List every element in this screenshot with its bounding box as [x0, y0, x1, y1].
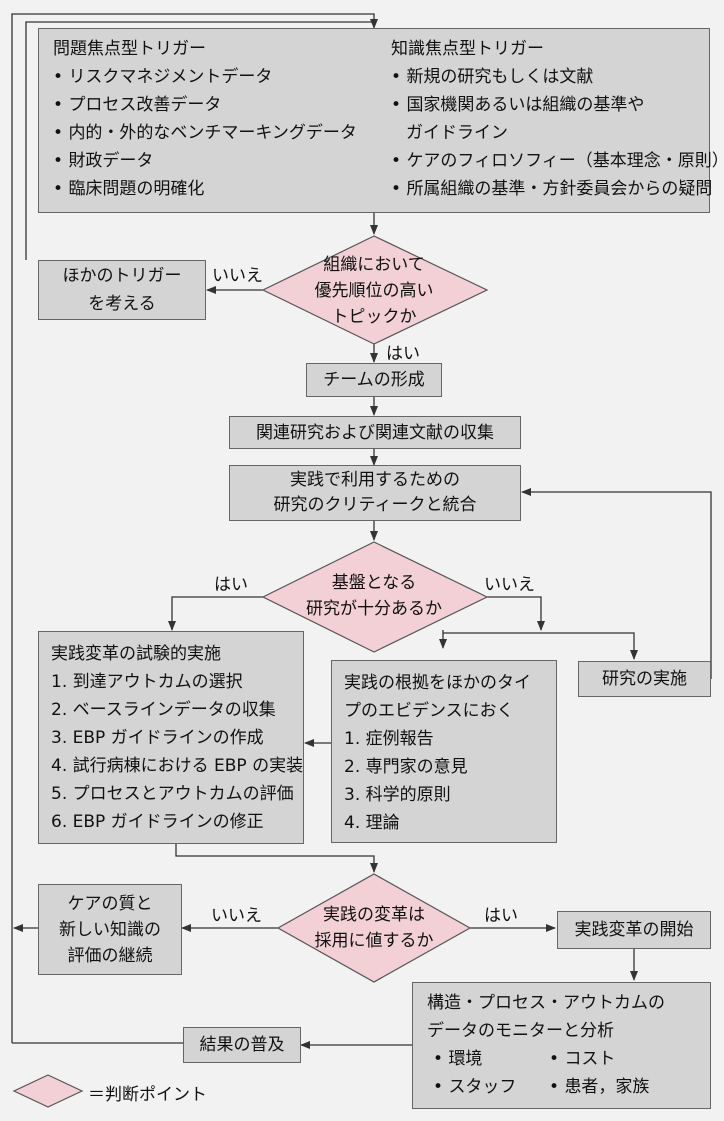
label-priority-no: いいえ	[212, 266, 263, 286]
decision-priority-line: 優先順位の高い	[314, 281, 434, 301]
arrow-sufficient-yes	[168, 596, 263, 631]
knowledge-trigger-item-continued: ガイドライン	[406, 123, 508, 143]
arrow-to-conduct-research	[443, 632, 638, 660]
disseminate-results-box: 結果の普及	[183, 1027, 301, 1063]
problem-trigger-item: リスクマネジメントデータ	[53, 63, 357, 91]
monitor-title: 構造・プロセス・アウトカムの	[427, 993, 665, 1013]
continue-eval-line: 評価の継続	[67, 945, 153, 966]
pilot-step: 3. EBP ガイドラインの作成	[51, 728, 264, 748]
monitor-analysis-box: 構造・プロセス・アウトカムの データのモニターと分析 環境 スタッフ コスト 患…	[412, 982, 711, 1109]
problem-trigger-item: 臨床問題の明確化	[53, 175, 357, 203]
decision-priority-line: 組織において	[323, 255, 425, 275]
label-sufficient-yes: はい	[214, 575, 248, 595]
other-evidence-item: 2. 専門家の意見	[344, 757, 468, 777]
problem-trigger-item: 内的・外的なベンチマーキングデータ	[53, 119, 357, 147]
critique-line: 研究のクリティークと統合	[273, 495, 477, 515]
other-evidence-item: 4. 理論	[344, 813, 400, 833]
label-adopt-yes: はい	[484, 906, 518, 926]
monitor-title: データのモニターと分析	[427, 1021, 614, 1041]
knowledge-triggers: 知識焦点型トリガー 新規の研究もしくは文献 国家機関あるいは組織の基準や ガイド…	[391, 35, 724, 203]
arrow-other-trigger-loop	[25, 21, 374, 260]
other-evidence-item: 3. 科学的原則	[344, 785, 451, 805]
other-trigger-line: を考える	[88, 294, 156, 314]
monitor-item: 患者，家族	[549, 1073, 649, 1101]
continue-evaluation-box: ケアの質と 新しい知識の 評価の継続	[38, 884, 182, 975]
problem-trigger-item: 財政データ	[53, 147, 357, 175]
pilot-step: 6. EBP ガイドラインの修正	[51, 812, 264, 832]
pilot-step: 1. 到達アウトカムの選択	[51, 672, 243, 692]
problem-triggers-heading: 問題焦点型トリガー	[53, 39, 206, 59]
critique-synthesis-box: 実践で利用するための 研究のクリティークと統合	[229, 465, 521, 521]
team-formation-box: チームの形成	[306, 363, 442, 397]
other-evidence-item: 1. 症例報告	[344, 729, 434, 749]
knowledge-trigger-item: ケアのフィロソフィー（基本理念・原則）	[391, 147, 724, 175]
decision-priority-line: トピックか	[331, 307, 417, 327]
disseminate-label: 結果の普及	[199, 1035, 285, 1055]
arrow-research-loop	[521, 488, 712, 679]
other-trigger-box: ほかのトリガー を考える	[38, 260, 206, 320]
decision-sufficient: 基盤となる 研究が十分あるか	[274, 570, 474, 622]
start-change-box: 実践変革の開始	[557, 911, 711, 949]
knowledge-triggers-heading: 知識焦点型トリガー	[391, 39, 544, 59]
collect-research-label: 関連研究および関連文献の収集	[256, 422, 494, 443]
continue-eval-line: ケアの質と	[67, 893, 153, 914]
continue-eval-line: 新しい知識の	[59, 919, 161, 940]
collect-research-box: 関連研究および関連文献の収集	[229, 416, 521, 449]
label-priority-yes: はい	[386, 344, 420, 364]
decision-priority: 組織において 優先順位の高い トピックか	[274, 252, 474, 330]
decision-priority-shape	[261, 235, 489, 345]
arrow-pilot-to-adopt	[175, 843, 378, 873]
pilot-title: 実践変革の試験的実施	[51, 644, 221, 664]
decision-sufficient-line: 研究が十分あるか	[306, 599, 442, 619]
problem-triggers: 問題焦点型トリガー リスクマネジメントデータ プロセス改善データ 内的・外的なベ…	[53, 35, 357, 203]
other-evidence-title: 実践の根拠をほかのタイ	[344, 673, 531, 693]
decision-adopt-line: 採用に値するか	[314, 931, 434, 951]
start-change-label: 実践変革の開始	[574, 920, 694, 940]
conduct-research-label: 研究の実施	[602, 669, 687, 689]
legend-label: ＝判断ポイント	[88, 1085, 207, 1105]
other-trigger-line: ほかのトリガー	[62, 266, 182, 286]
decision-adopt: 実践の変革は 採用に値するか	[284, 902, 464, 954]
decision-sufficient-shape	[261, 541, 489, 653]
monitor-item: コスト	[549, 1045, 649, 1073]
conduct-research-box: 研究の実施	[578, 661, 711, 697]
arrow-outer-loop-to-triggers	[11, 13, 378, 1043]
other-evidence-title: プのエビデンスにおく	[344, 701, 514, 721]
monitor-item: スタッフ	[433, 1073, 516, 1101]
arrow-sufficient-no	[487, 596, 545, 631]
decision-sufficient-line: 基盤となる	[331, 573, 417, 593]
legend-decision-shape	[12, 1074, 84, 1108]
triggers-box: 問題焦点型トリガー リスクマネジメントデータ プロセス改善データ 内的・外的なベ…	[38, 28, 724, 213]
knowledge-trigger-item: 国家機関あるいは組織の基準や	[391, 91, 724, 119]
pilot-step: 2. ベースラインデータの収集	[51, 700, 276, 720]
label-sufficient-no: いいえ	[484, 575, 535, 595]
pilot-step: 5. プロセスとアウトカムの評価	[51, 784, 294, 804]
critique-line: 実践で利用するための	[290, 470, 460, 490]
decision-adopt-line: 実践の変革は	[323, 905, 425, 925]
label-adopt-no: いいえ	[211, 906, 262, 926]
pilot-step: 4. 試行病棟における EBP の実装	[51, 756, 304, 776]
team-formation-label: チームの形成	[323, 370, 425, 390]
pilot-implementation-box: 実践変革の試験的実施 1. 到達アウトカムの選択 2. ベースラインデータの収集…	[38, 631, 304, 844]
other-evidence-box: 実践の根拠をほかのタイ プのエビデンスにおく 1. 症例報告 2. 専門家の意見…	[331, 660, 557, 843]
monitor-item: 環境	[433, 1045, 516, 1073]
problem-trigger-item: プロセス改善データ	[53, 91, 357, 119]
knowledge-trigger-item: 所属組織の基準・方針委員会からの疑問	[391, 175, 724, 203]
decision-adopt-shape	[276, 873, 472, 983]
knowledge-trigger-item: 新規の研究もしくは文献	[391, 63, 724, 91]
